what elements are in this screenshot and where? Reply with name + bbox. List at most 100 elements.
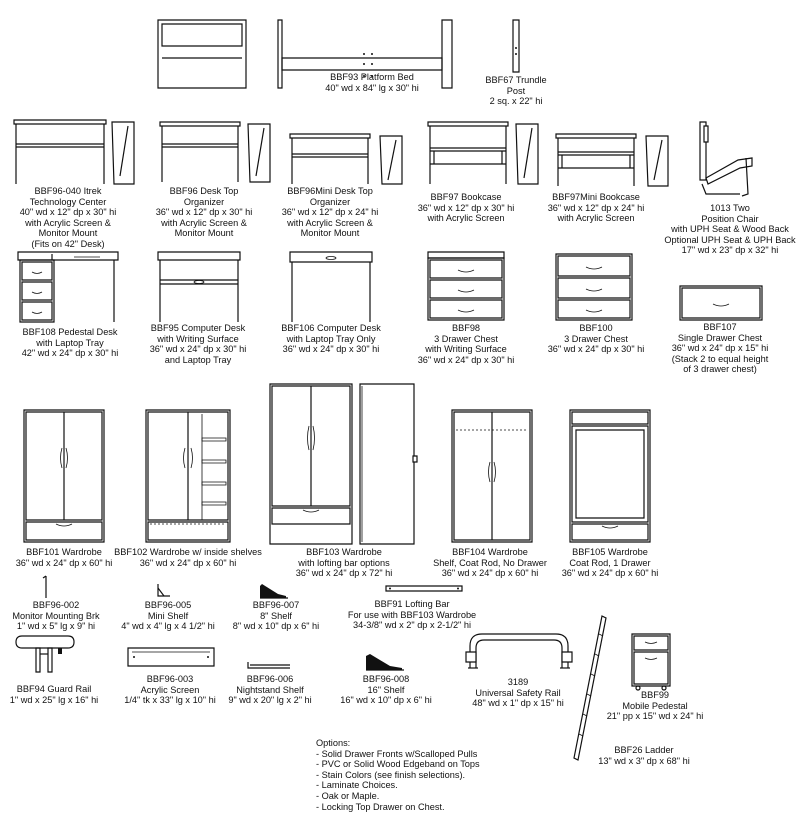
caption-line: 8" wd x 10" dp x 6" hi: [232, 621, 320, 632]
caption-bbf103: BBF103 Wardrobe with lofting bar options…: [296, 547, 393, 579]
caption-line: Monitor Mount: [38, 228, 98, 239]
caption-line: Post: [506, 85, 526, 96]
caption-line: 40" wd x 84" lg x 30" hi: [325, 82, 419, 93]
caption-line: BBF97 Bookcase: [430, 192, 502, 202]
caption-line: Shelf, Coat Rod, No Drawer: [433, 557, 547, 568]
caption-line: Optional UPH Seat & UPH Back: [664, 234, 796, 245]
mobile-pedestal-drawing: [626, 630, 676, 692]
caption-line: with Acrylic Screen: [557, 213, 635, 224]
caption-line: 17" wd x 23" dp x 32" hi: [681, 245, 779, 256]
caption-line: BBF103 Wardrobe: [306, 547, 382, 557]
wardrobe-104-drawing: [450, 408, 536, 544]
caption-line: 36" wd x 12" dp x 30" hi: [155, 207, 253, 218]
shelf-8-drawing: [260, 584, 290, 600]
caption-bbf99: BBF99 Mobile Pedestal 21" pp x 15" wd x …: [607, 690, 704, 722]
caption-line: BBF96-002: [32, 600, 80, 610]
caption-bbf102: BBF102 Wardrobe w/ inside shelves 36" wd…: [114, 547, 262, 568]
caption-line: 36" wd x 24" dp x 15" hi: [671, 343, 769, 354]
caption-line: 42" wd x 24" dp x 30" hi: [21, 348, 119, 359]
computer-desk-106-drawing: [286, 248, 376, 324]
option-item: - Stain Colors (see finish selections).: [316, 769, 466, 780]
safety-rail-drawing: [460, 628, 580, 678]
caption-line: Nightstand Shelf: [236, 684, 304, 695]
caption-line: Monitor Mount: [300, 228, 360, 239]
caption-line: with Laptop Tray: [36, 337, 104, 348]
wardrobe-103-drawing: [268, 382, 428, 546]
caption-line: BBF97Mini Bookcase: [552, 192, 640, 202]
option-item: - PVC or Solid Wood Edgeband on Tops: [316, 759, 480, 770]
caption-line: 36" wd x 24" dp x 60" hi: [15, 557, 113, 568]
caption-bbf108: BBF108 Pedestal Desk with Laptop Tray 42…: [22, 327, 119, 359]
option-item: - Laminate Choices.: [316, 780, 398, 791]
caption-line: For use with BBF103 Wardrobe: [347, 609, 477, 620]
caption-bbf91: BBF91 Lofting Bar For use with BBF103 Wa…: [348, 599, 476, 631]
mini-organizer-drawing: [286, 130, 416, 186]
desk-top-organizer-drawing: [156, 118, 286, 184]
chest-98-drawing: [424, 250, 510, 324]
caption-line: 36" wd x 24" dp x 30" hi: [547, 344, 645, 355]
caption-bbf96: BBF96 Desk Top Organizer 36" wd x 12" dp…: [156, 186, 253, 239]
caption-line: 21" pp x 15" wd x 24" hi: [606, 711, 704, 722]
caption-line: Coat Rod, 1 Drawer: [569, 557, 651, 568]
caption-bbf107: BBF107 Single Drawer Chest 36" wd x 24" …: [672, 322, 769, 375]
caption-line: BBF96-005: [144, 600, 192, 610]
caption-bbf100: BBF100 3 Drawer Chest 36" wd x 24" dp x …: [548, 323, 645, 355]
mini-bookcase-drawing: [552, 130, 682, 188]
caption-bbf104: BBF104 Wardrobe Shelf, Coat Rod, No Draw…: [433, 547, 547, 579]
caption-bbf101: BBF101 Wardrobe 36" wd x 24" dp x 60" hi: [16, 547, 113, 568]
caption-line: Universal Safety Rail: [475, 687, 561, 698]
caption-bbf105: BBF105 Wardrobe Coat Rod, 1 Drawer 36" w…: [562, 547, 659, 579]
caption-line: 8" Shelf: [260, 610, 292, 621]
caption-line: BBF101 Wardrobe: [26, 547, 102, 557]
bookcase-drawing: [424, 118, 554, 188]
caption-bbf67: BBF67 Trundle Post 2 sq. x 22" hi: [485, 75, 546, 107]
computer-desk-95-drawing: [154, 248, 244, 324]
option-item: - Solid Drawer Fronts w/Scalloped Pulls: [316, 748, 478, 759]
caption-bbf94: BBF94 Guard Rail 1" wd x 25" lg x 16" hi: [10, 684, 98, 705]
caption-bbf96-007: BBF96-007 8" Shelf 8" wd x 10" dp x 6" h…: [233, 600, 319, 632]
caption-bbf93: BBF93 Platform Bed 40" wd x 84" lg x 30"…: [325, 72, 419, 93]
platform-bed-drawing: [150, 18, 470, 98]
caption-line: BBF107: [703, 322, 737, 332]
caption-line: Acrylic Screen: [140, 684, 200, 695]
caption-bbf95: BBF95 Computer Desk with Writing Surface…: [150, 323, 247, 365]
caption-line: with Acrylic Screen: [427, 213, 505, 224]
nightstand-shelf-drawing: [244, 658, 294, 672]
chair-drawing: [694, 118, 764, 200]
caption-bbf96-006: BBF96-006 Nightstand Shelf 9" wd x 20" l…: [228, 674, 311, 706]
caption-line: 34-3/8" wd x 2" dp x 2-1/2" hi: [352, 620, 472, 631]
caption-line: BBF105 Wardrobe: [572, 547, 648, 557]
caption-line: BBF98: [451, 323, 481, 333]
caption-line: BBF94 Guard Rail: [16, 684, 92, 694]
caption-line: Monitor Mounting Brk: [12, 610, 100, 621]
caption-line: Monitor Mount: [174, 228, 234, 239]
pedestal-desk-drawing: [14, 248, 124, 324]
caption-line: 36" wd x 12" dp x 30" hi: [417, 202, 515, 213]
caption-line: 16" wd x 10" dp x 6" hi: [340, 695, 432, 706]
caption-line: 36" wd x 12" dp x 24" hi: [547, 202, 645, 213]
shelf-16-drawing: [366, 654, 408, 674]
caption-3189: 3189 Universal Safety Rail 48" wd x 1" d…: [472, 677, 564, 709]
caption-1013: 1013 Two Position Chair with UPH Seat & …: [664, 203, 795, 256]
caption-line: BBF93 Platform Bed: [330, 72, 414, 82]
caption-line: with Laptop Tray Only: [286, 333, 376, 344]
caption-line: 36" wd x 24" dp x 60" hi: [441, 568, 539, 579]
caption-line: Technology Center: [29, 196, 107, 207]
caption-line: with Acrylic Screen &: [161, 217, 247, 228]
caption-line: BBF26 Ladder: [614, 745, 674, 755]
caption-line: 1013 Two: [710, 203, 750, 213]
caption-line: Organizer: [183, 196, 225, 207]
lofting-bar-drawing: [384, 584, 464, 594]
caption-line: with lofting bar options: [298, 557, 390, 568]
caption-line: 3 Drawer Chest: [564, 333, 628, 344]
wardrobe-102-drawing: [144, 408, 234, 544]
caption-line: 3189: [507, 677, 529, 687]
caption-line: BBF67 Trundle: [485, 75, 547, 85]
wardrobe-101-drawing: [22, 408, 108, 544]
caption-line: 1" wd x 25" lg x 16" hi: [9, 694, 99, 705]
caption-line: 36" wd x 12" dp x 24" hi: [281, 207, 379, 218]
caption-line: BBF100: [579, 323, 613, 333]
acrylic-screen-drawing: [124, 644, 218, 670]
caption-line: BBF96-003: [146, 674, 194, 684]
caption-line: Mini Shelf: [147, 610, 189, 621]
